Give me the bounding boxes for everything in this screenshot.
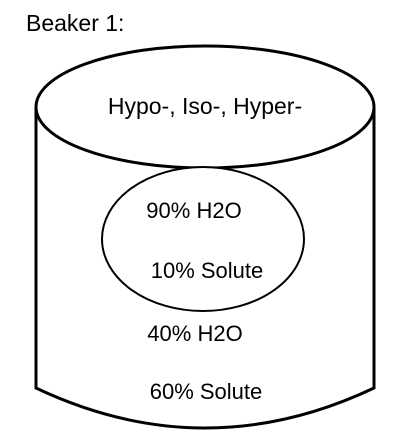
cell-water-label: 90% H2O <box>146 198 241 223</box>
cell-ellipse <box>101 166 305 312</box>
beaker-body <box>34 107 376 430</box>
cell-solute-label: 10% Solute <box>151 258 264 283</box>
solution-water-label: 40% H2O <box>147 321 242 346</box>
diagram-title: Beaker 1: <box>26 10 124 36</box>
solution-solute-label: 60% Solute <box>150 379 263 404</box>
beaker-label: Hypo-, Iso-, Hyper- <box>108 93 302 119</box>
